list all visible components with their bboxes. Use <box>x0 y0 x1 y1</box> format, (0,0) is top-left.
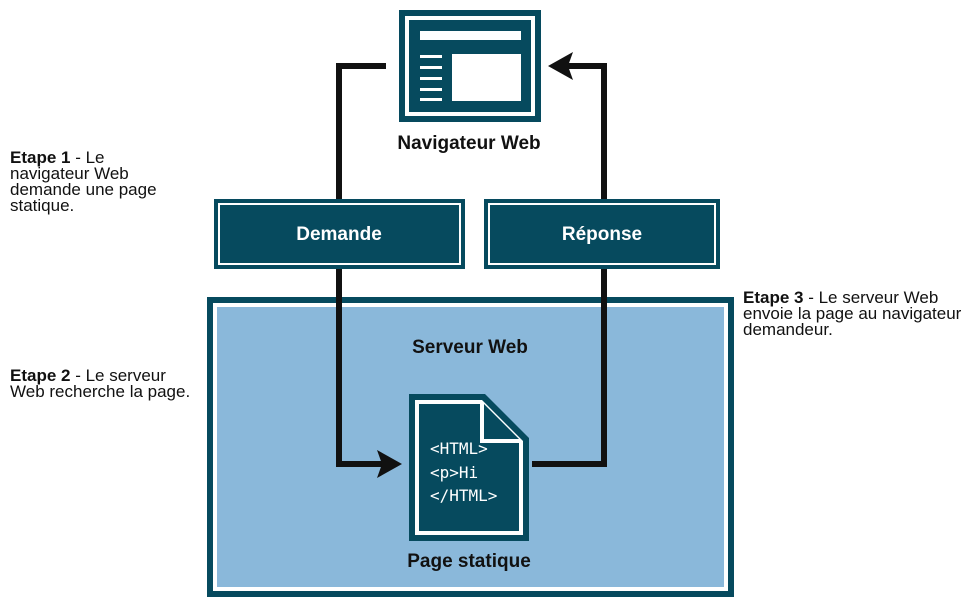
browser-icon <box>399 10 541 122</box>
browser-label: Navigateur Web <box>397 133 540 154</box>
step-3-text: - Le serveur Web envoie la page au navig… <box>743 288 962 339</box>
request-label: Demande <box>296 224 382 245</box>
document-icon <box>409 394 529 541</box>
step-1-title: Etape 1 <box>10 148 71 167</box>
step-1-note: Etape 1 - Le navigateur Web demande une … <box>10 148 180 215</box>
code-line-2: <p>Hi <box>430 463 478 482</box>
step-1-text: - Le navigateur Web demande une page sta… <box>10 148 157 215</box>
static-page-label: Page statique <box>407 551 531 572</box>
step-2-title: Etape 2 <box>10 366 71 385</box>
server-label: Serveur Web <box>412 337 528 358</box>
response-arrowhead <box>548 52 573 80</box>
step-3-title: Etape 3 <box>743 288 804 307</box>
code-line-1: <HTML> <box>430 439 488 458</box>
step-2-text: - Le serveur Web recherche la page. <box>10 366 191 401</box>
step-2-note: Etape 2 - Le serveur Web recherche la pa… <box>10 366 200 401</box>
response-box <box>484 199 720 269</box>
code-line-3: </HTML> <box>430 486 497 505</box>
step-3-note: Etape 3 - Le serveur Web envoie la page … <box>743 288 965 339</box>
response-label: Réponse <box>562 224 642 245</box>
request-box <box>214 199 465 269</box>
request-arrowhead <box>377 450 402 478</box>
